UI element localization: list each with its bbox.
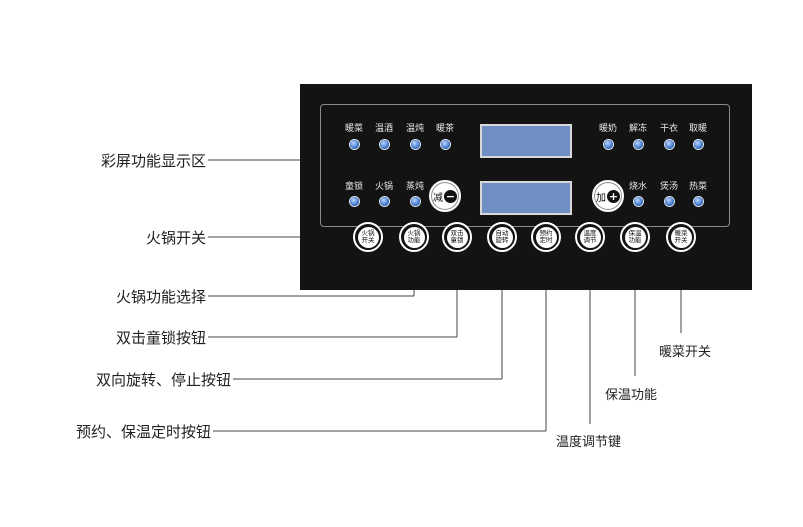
indicator-label: 暖茶	[435, 124, 454, 134]
callout-child-lock: 双击童锁按钮	[115, 329, 206, 347]
warm-dish-switch-button[interactable]: 暖菜开关	[666, 222, 696, 252]
indicator-label: 蒸炖	[405, 182, 424, 192]
button-label-line2: 旋转	[495, 236, 509, 244]
plus-button[interactable]: 加 +	[592, 180, 624, 212]
minus-label: 减	[433, 192, 443, 204]
indicator-label: 童锁	[344, 182, 363, 192]
button-label-line1: 火锅	[361, 228, 375, 237]
indicator-led	[440, 140, 450, 149]
indicator-led	[633, 140, 643, 149]
button-label-line1: 火锅	[407, 228, 421, 237]
hotpot-function-button[interactable]: 火锅功能	[399, 222, 429, 252]
indicator-label: 干衣	[659, 124, 678, 134]
indicator-led	[349, 140, 359, 149]
button-label-line2: 功能	[628, 236, 642, 244]
button-label-line1: 预约	[539, 228, 553, 237]
lcd-screen-top	[480, 124, 572, 158]
button-label-line2: 开关	[674, 236, 688, 244]
timer-button[interactable]: 预约定时	[531, 222, 561, 252]
plus-label: 加	[596, 192, 606, 204]
indicator-led	[410, 140, 420, 149]
button-label-line1: 温度	[583, 228, 597, 237]
callout-warm-dish-switch: 暖菜开关	[659, 345, 712, 360]
callout-hotpot-function: 火锅功能选择	[115, 288, 206, 306]
indicator-led	[693, 197, 703, 206]
indicator-label: 暖菜	[344, 124, 363, 134]
plus-icon: +	[607, 189, 620, 203]
temperature-button[interactable]: 温度调节	[575, 222, 605, 252]
indicator-label: 火锅	[374, 182, 393, 192]
button-label-line2: 童锁	[450, 236, 464, 244]
minus-icon: −	[444, 189, 457, 203]
indicator-led	[633, 197, 643, 206]
button-label-line1: 保温	[628, 228, 642, 237]
indicator-label: 热菜	[688, 182, 707, 192]
callout-rotate-stop: 双向旋转、停止按钮	[95, 371, 231, 389]
button-label-line1: 双击	[450, 228, 464, 237]
indicator-led	[664, 140, 674, 149]
display-area-frame	[320, 104, 730, 227]
indicator-led	[603, 140, 613, 149]
hotpot-switch-button[interactable]: 火锅开关	[353, 222, 383, 252]
button-label-line1: 自动	[495, 228, 509, 237]
indicator-led	[349, 197, 359, 206]
indicator-label: 温炖	[405, 124, 424, 134]
child-lock-button[interactable]: 双击童锁	[442, 222, 472, 252]
indicator-label: 取暖	[688, 124, 707, 134]
indicator-led	[410, 197, 420, 206]
callout-display: 彩屏功能显示区	[100, 152, 206, 170]
callout-timer: 预约、保温定时按钮	[75, 423, 211, 441]
button-label-line2: 功能	[407, 236, 421, 244]
button-label-line1: 暖菜	[674, 228, 688, 237]
indicator-label: 烧水	[628, 182, 647, 192]
auto-rotate-button[interactable]: 自动旋转	[487, 222, 517, 252]
minus-button[interactable]: 减 −	[429, 180, 461, 212]
indicator-led	[379, 197, 389, 206]
callout-keep-warm: 保温功能	[605, 388, 658, 403]
indicator-label: 温酒	[374, 124, 393, 134]
indicator-led	[664, 197, 674, 206]
indicator-led	[379, 140, 389, 149]
indicator-label: 解冻	[628, 124, 647, 134]
button-label-line2: 调节	[583, 236, 597, 244]
callout-hotpot-switch: 火锅开关	[145, 229, 206, 247]
lcd-screen-bottom	[480, 181, 572, 215]
indicator-label: 煲汤	[659, 182, 678, 192]
keep-warm-button[interactable]: 保温功能	[620, 222, 650, 252]
callout-temperature: 温度调节键	[556, 435, 622, 450]
indicator-led	[693, 140, 703, 149]
indicator-label: 暖奶	[598, 124, 617, 134]
button-label-line2: 开关	[361, 236, 375, 244]
button-label-line2: 定时	[539, 236, 553, 244]
